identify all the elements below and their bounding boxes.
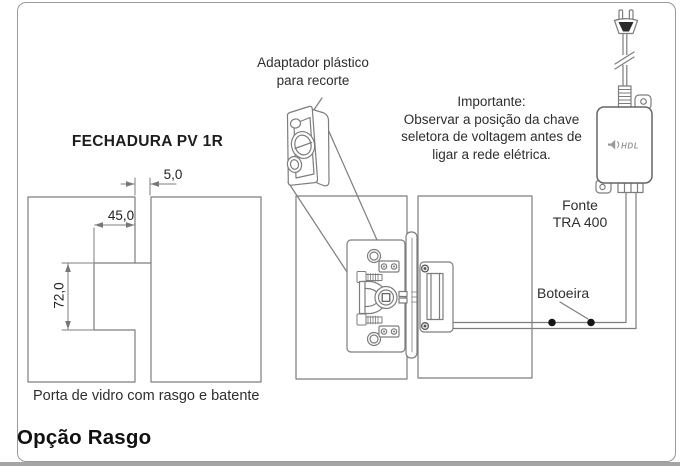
adapter-leader-line-left xyxy=(287,181,348,273)
page-border xyxy=(17,2,676,462)
adapter-slot-line xyxy=(294,141,313,150)
lock-edge-bar xyxy=(405,231,418,359)
plastic-adapter-drawing xyxy=(286,105,330,187)
dimension-notch-width-text: 45,0 xyxy=(107,208,135,223)
cord-strain-relief xyxy=(617,85,632,109)
left-glass-panel-with-notch xyxy=(27,196,136,383)
adapter-label-line2: para recorte xyxy=(276,72,350,88)
cord-break-mask xyxy=(617,55,632,65)
strike-screw-bottom xyxy=(421,322,430,331)
door-panel-right xyxy=(417,195,533,379)
plug-body-dark xyxy=(618,22,634,32)
dimension-notch-width-45 xyxy=(93,222,135,263)
clamp-plate-top xyxy=(378,260,400,273)
plate-hole-top-inner xyxy=(369,251,379,261)
wire-lower xyxy=(452,191,637,330)
speaker-wave xyxy=(617,141,620,149)
notice-title: Importante: xyxy=(457,94,526,109)
strike-keeper-box xyxy=(426,272,444,321)
clamp-plate-bottom xyxy=(378,325,400,338)
brand-text: HDL xyxy=(621,142,639,151)
page-bottom-shadow xyxy=(0,462,680,466)
lock-body-drawing xyxy=(346,231,418,359)
option-title: Opção Rasgo xyxy=(17,426,152,449)
dimension-notch-height-72 xyxy=(61,262,94,331)
fixing-bolt-bottom xyxy=(356,313,383,326)
door-diagram-caption: Porta de vidro com rasgo e batente xyxy=(33,388,260,404)
wire-upper xyxy=(452,191,627,324)
spindle-hub xyxy=(374,285,398,310)
adapter-side-face xyxy=(310,108,330,187)
voltage-notice: Importante: Observar a posição da chave … xyxy=(384,93,599,163)
pushbutton-leader-line xyxy=(559,301,589,320)
cord-break-slash-1 xyxy=(614,51,635,65)
dimension-gap-text: 5,0 xyxy=(163,167,183,182)
speaker-icon xyxy=(608,139,616,150)
wiring-lines xyxy=(452,191,637,330)
power-supply-label-line2: TRA 400 xyxy=(552,214,608,230)
adapter-label: Adaptador plástico para recorte xyxy=(243,54,383,89)
glass-door-dimension-diagram xyxy=(27,177,262,383)
adapter-label-line1: Adaptador plástico xyxy=(257,55,369,70)
notice-line1: Observar a posição da chave xyxy=(403,111,580,127)
strike-assembly xyxy=(419,261,454,333)
latch-detail xyxy=(398,290,417,304)
pushbutton-terminal-left xyxy=(548,318,556,327)
cord-break-slash-2 xyxy=(614,56,635,70)
power-supply-unit: HDL xyxy=(595,85,653,194)
power-supply-label-line1: Fonte xyxy=(562,197,598,213)
dimension-notch-height-text: 72,0 xyxy=(51,282,67,309)
lock-installation-diagram: HDL xyxy=(286,9,653,380)
power-supply-label: Fonte TRA 400 xyxy=(546,197,614,231)
adapter-small-hole-inner xyxy=(289,159,300,170)
plate-hole-bottom-inner xyxy=(369,334,379,344)
power-plug-and-cord xyxy=(613,9,639,87)
power-supply-body xyxy=(596,106,653,184)
adapter-top-notch xyxy=(289,118,302,129)
hdl-logo: HDL xyxy=(608,139,639,151)
right-glass-panel xyxy=(150,196,262,383)
pushbutton-label: Botoeira xyxy=(537,285,590,301)
notice-line2: seletora de voltagem antes de xyxy=(401,129,582,144)
product-title: FECHADURA PV 1R xyxy=(71,133,224,150)
strike-screw-top xyxy=(421,264,430,273)
fixing-bolt-top xyxy=(356,271,383,283)
adapter-leader-line-right xyxy=(326,126,378,241)
terminal-block xyxy=(617,182,644,194)
pushbutton-terminal-right xyxy=(587,318,595,327)
notice-line3: ligar a rede elétrica. xyxy=(432,146,551,162)
adapter-small-hole xyxy=(286,155,303,174)
dimension-gap-5 xyxy=(120,177,177,196)
